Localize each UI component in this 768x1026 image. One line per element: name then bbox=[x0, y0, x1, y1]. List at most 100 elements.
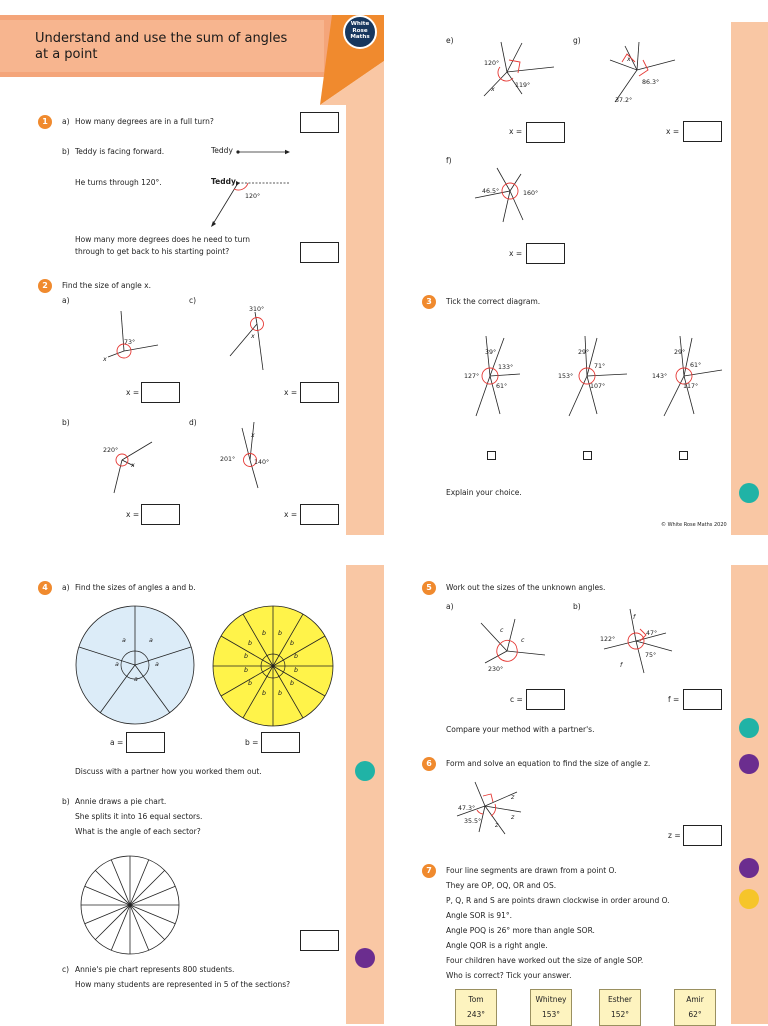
q4a-var-2: a bbox=[149, 637, 153, 644]
q2a-answer-box[interactable] bbox=[141, 382, 180, 403]
q4b-var-10: b bbox=[290, 680, 294, 687]
pie-16-spoke bbox=[129, 859, 150, 906]
q2g-answer-box[interactable] bbox=[683, 121, 722, 142]
q6-z-1: z bbox=[511, 794, 515, 801]
pie-16-spoke bbox=[129, 870, 165, 906]
q2a-answer-label: x = bbox=[126, 388, 140, 397]
header-title: Understand and use the sum of angles at … bbox=[35, 31, 287, 63]
pie-16-spoke bbox=[110, 859, 131, 906]
q4a-label: a) bbox=[62, 583, 70, 592]
q3-d3-angle3: 143° bbox=[652, 373, 668, 380]
pie-16-spoke bbox=[95, 870, 131, 906]
q3-d2-angle4: 107° bbox=[590, 383, 606, 390]
q7-line-2: They are OP, OQ, OR and OS. bbox=[446, 881, 557, 890]
pie-16-spoke bbox=[95, 904, 131, 940]
q5b-var-2: f bbox=[620, 662, 623, 669]
q6-answer-box[interactable] bbox=[683, 825, 722, 846]
q2c-answer-box[interactable] bbox=[300, 382, 339, 403]
q5-teal-bubble-icon[interactable] bbox=[739, 718, 759, 738]
q5-number: 5 bbox=[422, 581, 436, 595]
q2e-answer-label: x = bbox=[509, 127, 523, 136]
q5-compare: Compare your method with a partner's. bbox=[446, 725, 595, 734]
q4a-var-4: a bbox=[155, 661, 159, 668]
q2-intro: Find the size of angle x. bbox=[62, 281, 151, 290]
q5b-answer-box[interactable] bbox=[683, 689, 722, 710]
q7-card-tom[interactable]: Tom 243° bbox=[455, 989, 497, 1026]
q2c-x: x bbox=[251, 333, 255, 340]
q7-purple-bubble-icon[interactable] bbox=[739, 858, 759, 878]
q4b-var-9: b bbox=[248, 680, 252, 687]
logo-line2: Rose bbox=[352, 27, 368, 34]
q2e-answer-box[interactable] bbox=[526, 122, 565, 143]
yellow-circle-spoke bbox=[272, 613, 304, 667]
q2c-diagram bbox=[229, 311, 264, 371]
q5a-angle: 230° bbox=[488, 666, 504, 673]
q1b-teddy2-label: Teddy bbox=[211, 177, 236, 186]
q1b-answer-box[interactable] bbox=[300, 242, 339, 263]
pie-16-spoke bbox=[129, 904, 176, 925]
q2f-angle2: 160° bbox=[523, 190, 539, 197]
q4b-var-12: b bbox=[278, 690, 282, 697]
q4a-blue-circle bbox=[75, 605, 195, 725]
discuss-bubble-icon[interactable] bbox=[739, 483, 759, 503]
q5b-var-1: f bbox=[633, 614, 636, 621]
q2b-diagram bbox=[113, 441, 153, 494]
side-strip-bottom-left bbox=[346, 565, 384, 1024]
q4b-var-8: b bbox=[294, 667, 298, 674]
pie-16-spoke bbox=[110, 904, 131, 951]
q7-card-esther-value: 152° bbox=[610, 1010, 630, 1019]
q3-tick-2[interactable] bbox=[583, 451, 592, 460]
q4b-var-4: b bbox=[290, 640, 294, 647]
q7-card-esther[interactable]: Esther 152° bbox=[599, 989, 641, 1026]
q1a-label: a) bbox=[62, 117, 70, 126]
q4b-answer-box[interactable] bbox=[300, 930, 339, 951]
q2b-answer-box[interactable] bbox=[141, 504, 180, 525]
q3-d3-angle1: 29° bbox=[674, 349, 686, 356]
q3-number: 3 bbox=[422, 295, 436, 309]
q6-purple-bubble-icon[interactable] bbox=[739, 754, 759, 774]
q6-z-2: z bbox=[511, 814, 515, 821]
q6-z-3: z bbox=[495, 822, 499, 829]
q3-tick-1[interactable] bbox=[487, 451, 496, 460]
q2g-answer-label: x = bbox=[666, 127, 680, 136]
q4b-purple-bubble-icon[interactable] bbox=[355, 948, 375, 968]
header-title-line1: Understand and use the sum of angles bbox=[35, 31, 288, 46]
q2f-answer-box[interactable] bbox=[526, 243, 565, 264]
q4-discuss-bubble-icon[interactable] bbox=[355, 761, 375, 781]
q4b-var-5: b bbox=[244, 653, 248, 660]
q3-d1-angle2: 133° bbox=[498, 364, 514, 371]
logo-line1: White bbox=[350, 21, 370, 27]
q6-diagram bbox=[456, 781, 522, 835]
q4b-var-1: b bbox=[262, 630, 266, 637]
q2d-answer-box[interactable] bbox=[300, 504, 339, 525]
q2-number: 2 bbox=[38, 279, 52, 293]
q4b-answer-box[interactable] bbox=[261, 732, 300, 753]
q3-d3-angle4: 117° bbox=[683, 383, 699, 390]
q3-d1-angle4: 61° bbox=[496, 383, 508, 390]
q1a-answer-box[interactable] bbox=[300, 112, 339, 133]
q4-number: 4 bbox=[38, 581, 52, 595]
q5a-answer-box[interactable] bbox=[526, 689, 565, 710]
q2b-label: b) bbox=[62, 418, 70, 427]
header-title-line2: at a point bbox=[35, 47, 98, 62]
yellow-circle-spoke bbox=[272, 635, 326, 667]
q7-pencil-icon[interactable] bbox=[739, 889, 759, 909]
q1b-forward-arrow bbox=[236, 149, 290, 155]
q3-diagram-3 bbox=[663, 335, 723, 417]
q2e-diagram bbox=[483, 41, 555, 97]
q1b-text4: through to get back to his starting poin… bbox=[75, 247, 230, 256]
q7-card-esther-name: Esther bbox=[607, 995, 633, 1004]
q2a-x: x bbox=[103, 356, 107, 363]
q4a-answer-box[interactable] bbox=[126, 732, 165, 753]
q7-card-whitney[interactable]: Whitney 153° bbox=[530, 989, 572, 1026]
q4b-var-7: b bbox=[244, 667, 248, 674]
side-strip-top-right bbox=[731, 22, 768, 535]
q7-card-whitney-name: Whitney bbox=[535, 995, 567, 1004]
side-strip-top-left bbox=[346, 105, 384, 535]
q7-card-amir[interactable]: Amir 62° bbox=[674, 989, 716, 1026]
q3-tick-3[interactable] bbox=[679, 451, 688, 460]
q3-d1-angle3: 127° bbox=[464, 373, 480, 380]
q2f-angle1: 46.5° bbox=[482, 188, 500, 195]
q4c-text1: Annie's pie chart represents 800 student… bbox=[75, 965, 235, 974]
q2d-x: x bbox=[251, 432, 255, 439]
